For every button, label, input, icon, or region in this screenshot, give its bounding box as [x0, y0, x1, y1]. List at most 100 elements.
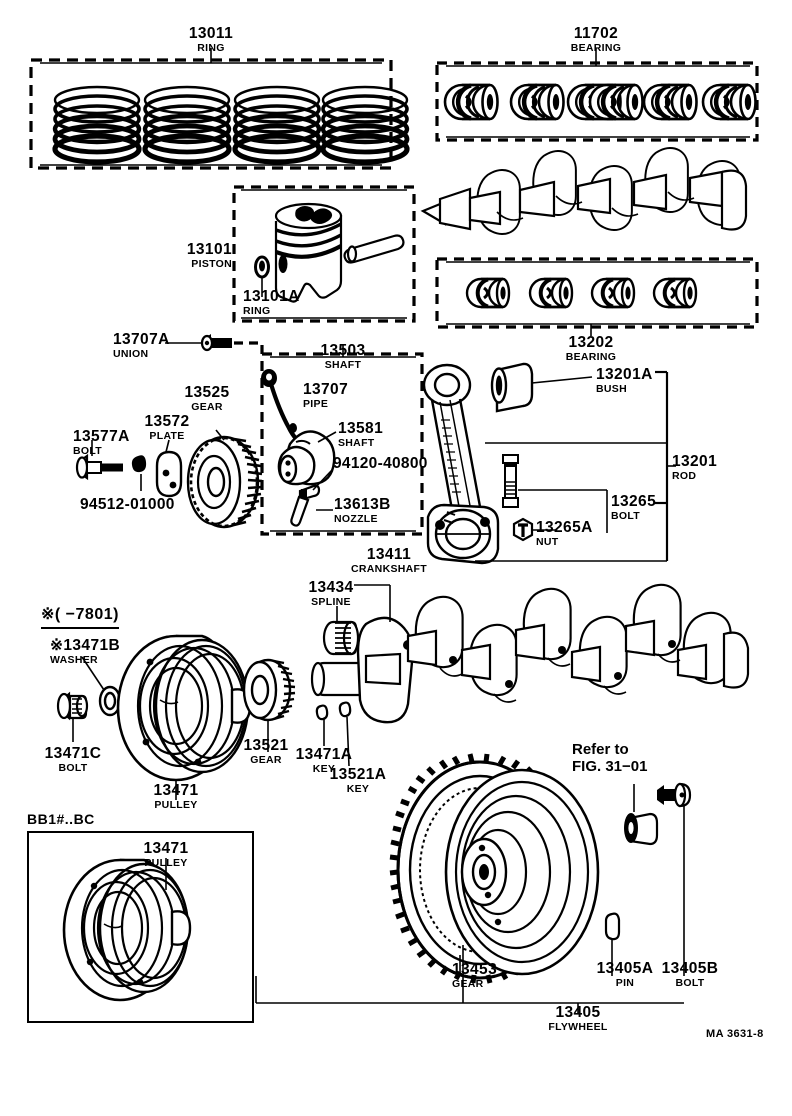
label-13581-number: 13581: [338, 420, 384, 437]
label-13405: 13405 FLYWHEEL: [548, 1004, 608, 1033]
label-13202: 13202 BEARING: [565, 335, 617, 363]
label-13471: 13471 PULLEY: [153, 782, 199, 811]
label-13265: 13265 BOLT: [611, 494, 656, 522]
label-13471B: ※13471B WASHER: [50, 637, 121, 666]
label-13521: 13521 GEAR: [243, 737, 289, 766]
label-13101-name: PISTON: [191, 257, 232, 270]
label-13201: 13201 ROD: [672, 453, 718, 482]
label-13101A: 13101A RING: [243, 288, 300, 317]
piston-group-box: [232, 185, 416, 323]
label-94120-40800: 94120-40800: [333, 455, 428, 472]
label-13577A: 13577A BOLT: [73, 428, 130, 456]
label-13525: 13525 GEAR: [184, 384, 230, 413]
label-13471-inset-number: 13471: [143, 840, 189, 857]
label-13101A-number: 13101A: [243, 288, 300, 305]
label-13453: 13453 GEAR: [452, 961, 498, 990]
label-13521A-number: 13521A: [329, 766, 387, 783]
oil-pump-art: [75, 334, 337, 529]
label-13201-name: ROD: [672, 469, 697, 482]
refer-to-line2: FIG. 31−01: [572, 757, 648, 775]
pulley-assembly-art: [56, 634, 296, 800]
crankshaft-upper-art: [420, 146, 748, 236]
label-13471C-number: 13471C: [44, 745, 102, 762]
label-13471B-name: WASHER: [50, 653, 98, 666]
label-13471-inset: 13471 PULLEY: [143, 840, 189, 869]
label-13572-number: 13572: [144, 413, 190, 430]
label-13471C-name: BOLT: [58, 761, 88, 774]
label-13265A-name: NUT: [536, 535, 559, 548]
label-13581-name: SHAFT: [338, 436, 375, 449]
label-13521-name: GEAR: [250, 753, 282, 766]
label-13471A-name: KEY: [312, 762, 336, 775]
label-13453-number: 13453: [452, 961, 498, 978]
inset-caption: BB1#..BC: [27, 811, 95, 827]
label-13707A-name: UNION: [113, 347, 149, 360]
label-11702-number: 11702: [573, 25, 619, 42]
label-13503-number: 13503: [320, 342, 366, 359]
label-13521A-name: KEY: [346, 782, 370, 795]
label-13707-number: 13707: [303, 381, 349, 398]
label-13201A-number: 13201A: [596, 366, 653, 383]
label-13434: 13434 SPLINE: [308, 580, 353, 608]
label-13707-name: PIPE: [303, 397, 329, 410]
label-13411-name: CRANKSHAFT: [351, 562, 427, 575]
label-13201A-name: BUSH: [596, 382, 627, 395]
figure-code: MA 3631-8: [706, 1028, 764, 1040]
label-13101-number: 13101: [186, 241, 232, 258]
label-13525-number: 13525: [184, 384, 230, 401]
crankshaft-lower-art: [310, 583, 750, 767]
label-13011: 13011 RING: [188, 25, 234, 54]
label-13613B-name: NOZZLE: [334, 512, 378, 525]
flywheel-art: [255, 753, 692, 1014]
label-13411-number: 13411: [366, 546, 412, 563]
label-13525-name: GEAR: [191, 400, 223, 413]
label-13707A: 13707A UNION: [113, 331, 170, 360]
applicability-date-note: ※( −7801): [41, 604, 119, 629]
label-13613B: 13613B NOZZLE: [334, 496, 391, 525]
label-13572-name: PLATE: [149, 429, 185, 442]
label-13011-name: RING: [197, 41, 225, 54]
label-13521-number: 13521: [243, 737, 289, 754]
label-13405B: 13405B BOLT: [662, 961, 719, 988]
label-13613B-number: 13613B: [334, 496, 391, 513]
label-13707A-number: 13707A: [113, 331, 170, 348]
label-13405-number: 13405: [555, 1004, 601, 1021]
label-11702: 11702 BEARING: [570, 25, 622, 54]
label-13521A: 13521A KEY: [329, 766, 387, 795]
label-13707: 13707 PIPE: [303, 381, 349, 410]
label-13503: 13503 SHAFT: [320, 342, 366, 370]
label-13011-number: 13011: [188, 25, 234, 42]
label-13265A: 13265A NUT: [536, 519, 593, 548]
label-13453-name: GEAR: [452, 977, 484, 990]
label-13405-name: FLYWHEEL: [548, 1020, 608, 1033]
label-13405A-number: 13405A: [596, 960, 654, 977]
refer-to-note: Refer to FIG. 31−01: [572, 741, 648, 776]
label-11702-name: BEARING: [570, 41, 622, 54]
label-13202-name: BEARING: [565, 350, 617, 363]
oil-pump-group-box: [226, 341, 424, 536]
label-13581: 13581 SHAFT: [338, 420, 384, 449]
label-13471-inset-name: PULLEY: [144, 856, 188, 869]
label-13265-name: BOLT: [611, 509, 640, 522]
label-13265A-number: 13265A: [536, 519, 593, 536]
label-13471B-number: ※13471B: [50, 637, 121, 654]
label-13471-number: 13471: [153, 782, 199, 799]
inset-frame: [27, 831, 254, 1023]
label-13201A: 13201A BUSH: [596, 366, 653, 395]
label-13471C: 13471C BOLT: [44, 745, 102, 774]
main-bearing-group-box: [435, 48, 759, 142]
ring-group-box: [29, 48, 393, 170]
refer-to-line1: Refer to: [572, 741, 629, 758]
label-13577A-number: 13577A: [73, 428, 130, 445]
label-13471-name: PULLEY: [154, 798, 198, 811]
label-13434-name: SPLINE: [311, 595, 351, 608]
label-13411: 13411 CRANKSHAFT: [351, 546, 427, 575]
label-13405A: 13405A PIN: [596, 960, 654, 988]
label-13101A-name: RING: [243, 304, 271, 317]
label-13471A: 13471A KEY: [295, 746, 353, 775]
rod-bearing-group-box: [435, 257, 759, 336]
label-13471A-number: 13471A: [295, 746, 353, 763]
label-13201-number: 13201: [672, 453, 718, 470]
